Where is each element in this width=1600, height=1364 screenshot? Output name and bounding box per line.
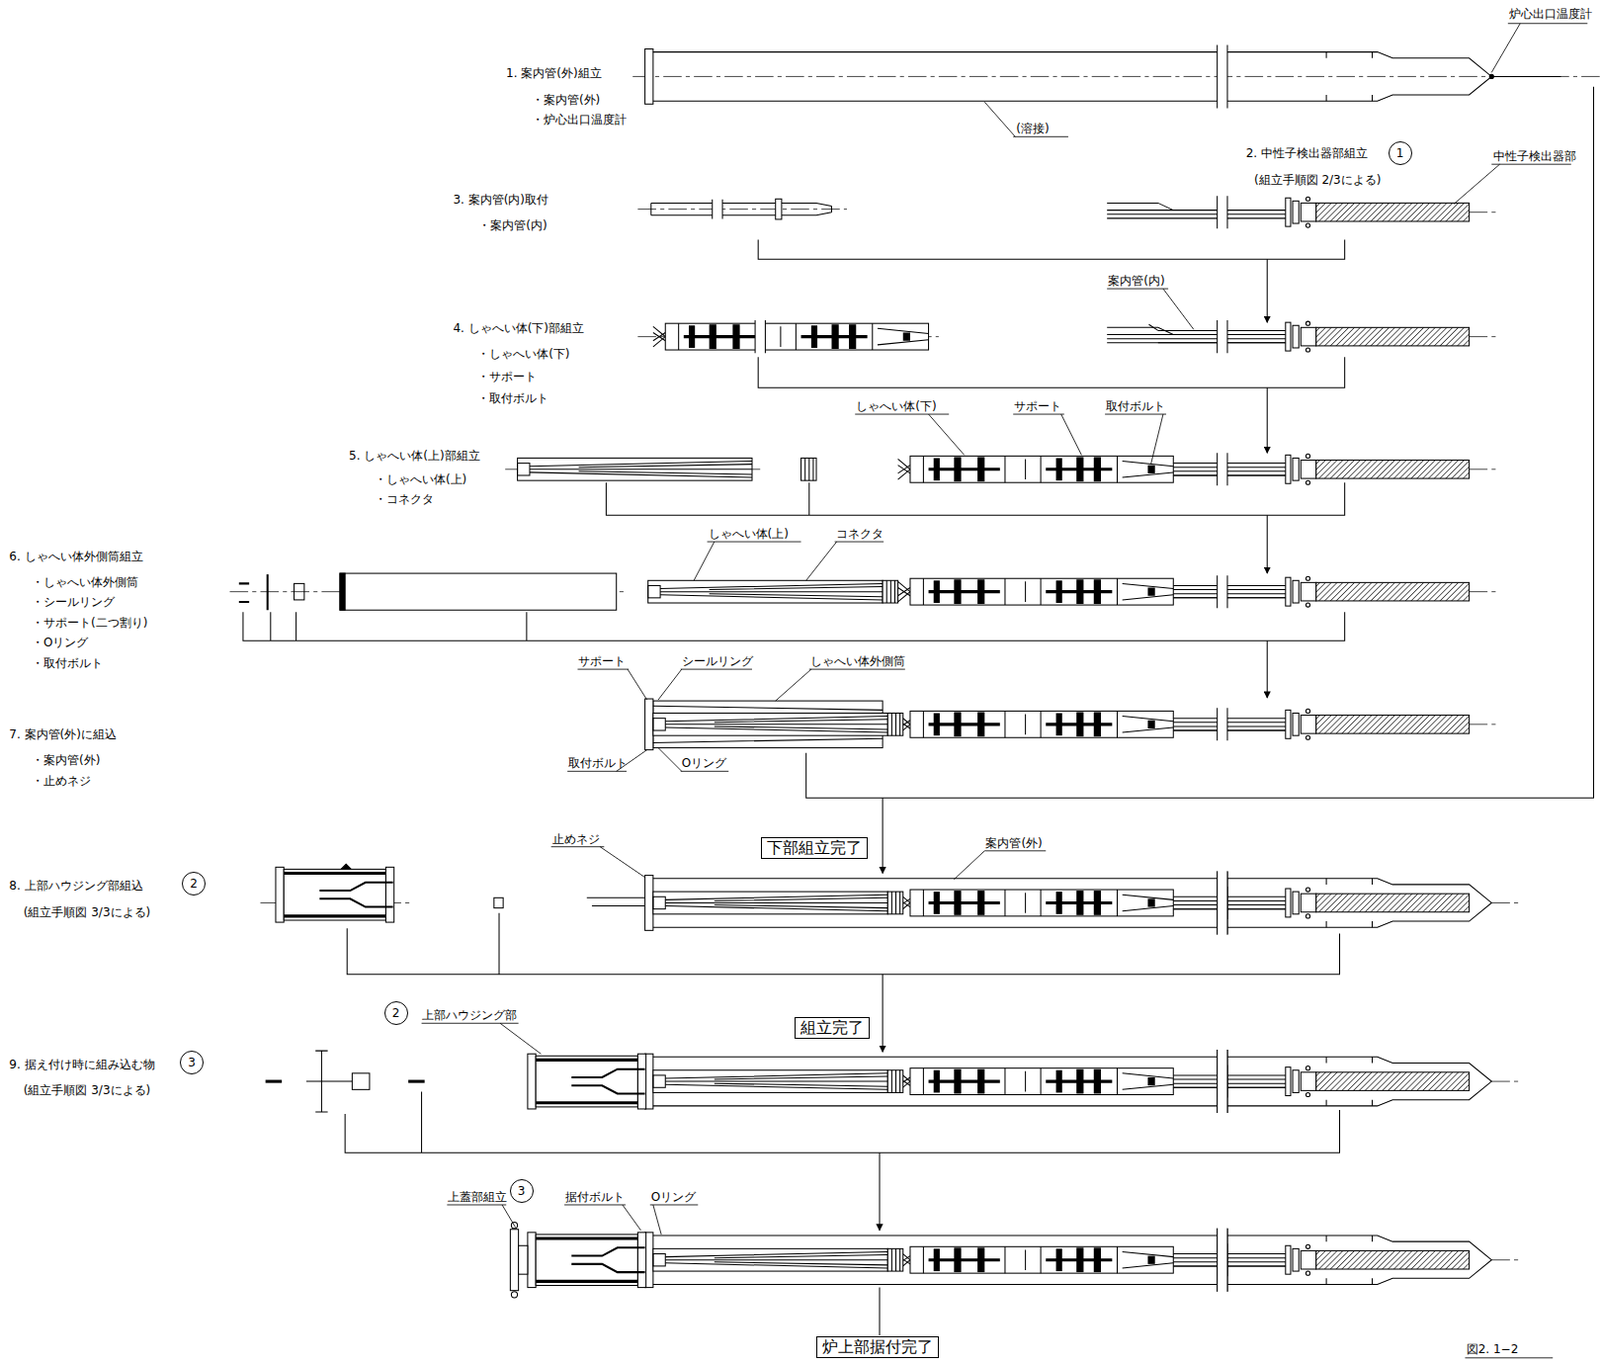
part-label: 7. 案内管(外)に組込: [7, 727, 118, 742]
part-label: 取付ボルト: [1104, 399, 1167, 414]
callout-number: 3: [179, 1050, 204, 1075]
part-label: 4. しゃへい体(下)部組立: [451, 321, 586, 336]
part-label: しゃへい体外側筒: [809, 654, 907, 669]
part-label: 1. 案内管(外)組立: [505, 66, 603, 81]
stage-box: 下部組立完了: [760, 837, 868, 859]
node-text: 3: [187, 1056, 196, 1069]
part-label: 案内管(内): [1106, 273, 1166, 288]
part-label: 上蓋部組立: [446, 1189, 508, 1204]
part-label: 2. 中性子検出器部組立: [1245, 146, 1369, 161]
part-label: (溶接): [1014, 121, 1050, 136]
part-label: 6. しゃへい体外側筒組立: [7, 549, 144, 564]
stage-box: 炉上部据付完了: [816, 1336, 939, 1358]
callout-number: 1: [1388, 141, 1413, 166]
part-label: シールリング: [680, 654, 755, 669]
part-label: ・サポート: [476, 369, 538, 384]
part-label: (組立手順図 3/3による): [22, 1083, 153, 1097]
part-label: ・止めネジ: [30, 773, 92, 788]
part-label: Oリング: [680, 756, 728, 770]
part-label: 止めネジ: [551, 832, 601, 846]
stage-box: 組立完了: [794, 1016, 870, 1039]
part-label: 炉心出口温度計: [1508, 6, 1594, 21]
part-label: (組立手順図 2/3による): [1253, 172, 1383, 187]
part-label: コネクタ: [835, 526, 885, 541]
part-label: ・案内管(内): [477, 218, 548, 233]
part-label: サポート: [577, 654, 627, 669]
part-label: ・しゃへい体(上): [373, 472, 468, 487]
part-label: ・コネクタ: [373, 492, 435, 506]
part-label: ・案内管(外): [30, 753, 101, 767]
part-label: ・シールリング: [30, 594, 116, 609]
node-text: 組立完了: [800, 1018, 864, 1037]
node-text: 1: [1396, 147, 1405, 160]
callout-number: 3: [509, 1178, 534, 1203]
part-label: しゃへい体(上): [707, 526, 790, 541]
callout-number: 2: [181, 871, 206, 896]
part-label: 図2. 1−2: [1465, 1342, 1520, 1356]
part-label: ・しゃへい体(下): [476, 346, 571, 361]
node-text: 下部組立完了: [766, 839, 862, 857]
part-label: ・取付ボルト: [30, 656, 104, 671]
part-label: Oリング: [650, 1189, 697, 1204]
part-label: ・炉心出口温度計: [530, 112, 628, 127]
part-label: しゃへい体(下): [854, 399, 937, 414]
part-label: 取付ボルト: [567, 756, 629, 770]
part-label: 据付ボルト: [564, 1189, 626, 1204]
callout-number: 2: [384, 1001, 409, 1025]
part-label: ・しゃへい体外側筒: [30, 574, 140, 589]
part-label: 中性子検出器部: [1492, 149, 1578, 164]
part-label: ・サポート(二つ割り): [30, 615, 149, 630]
node-text: 2: [189, 877, 198, 890]
node-text: 3: [517, 1184, 526, 1197]
part-label: 8. 上部ハウジング部組込: [7, 878, 144, 893]
part-label: 5. しゃへい体(上)部組立: [347, 447, 482, 462]
part-label: ・Oリング: [30, 635, 89, 650]
part-label: (組立手順図 3/3による): [22, 905, 153, 920]
node-text: 2: [392, 1007, 401, 1019]
part-label: 上部ハウジング部: [421, 1008, 518, 1022]
node-text: 炉上部据付完了: [822, 1338, 933, 1356]
part-label: ・取付ボルト: [476, 390, 550, 405]
part-label: 9. 据え付け時に組み込む物: [7, 1057, 156, 1072]
part-label: ・案内管(外): [530, 92, 601, 107]
part-label: 案内管(外): [984, 836, 1043, 850]
part-label: 3. 案内管(内)取付: [451, 192, 550, 207]
part-label: サポート: [1012, 399, 1063, 414]
